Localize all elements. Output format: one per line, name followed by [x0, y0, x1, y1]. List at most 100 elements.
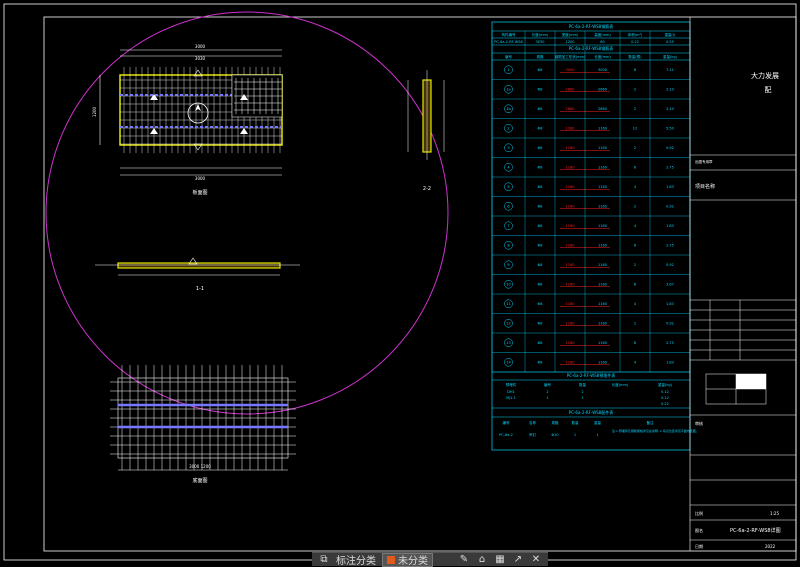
bottom-title: 底面图 [192, 477, 207, 484]
table2-cell: Φ8 [538, 283, 543, 287]
date-value: 2022 [765, 544, 776, 549]
table2-cell: 1160 [566, 244, 575, 248]
table2-cell: Φ8 [538, 68, 543, 72]
table2-cell: 1160 [566, 283, 575, 287]
category-value: 未分类 [398, 556, 428, 567]
table2-cell: 1160 [566, 341, 575, 345]
table2-cell: 1160 [598, 224, 607, 228]
table2-cell: 6 [634, 244, 636, 248]
table2-cell: 7.11 [666, 68, 674, 72]
row-number-circle [504, 182, 513, 191]
table3-header-cell: 长度(mm) [612, 382, 629, 387]
table2-cell: Φ8 [538, 88, 543, 92]
schedule-tables: PC-6a-2-RF-WS8钢筋表 构件编号长度(mm)宽度(mm)高度(mm)… [491, 21, 699, 451]
table1-header-cell: 构件编号 [502, 32, 516, 37]
table1-header-cell: 宽度(mm) [562, 32, 579, 37]
row-number-circle [504, 221, 513, 230]
row-number-circle [504, 163, 513, 172]
table2-cell: Φ8 [538, 127, 543, 131]
table1-cell: 0.22 [631, 40, 639, 44]
company-name-2: 配 [765, 86, 772, 94]
row-number-circle [504, 202, 513, 211]
bottom-view: 3000 1200 底面图 [110, 365, 296, 484]
sheet-outer-frame [3, 3, 797, 561]
share-icon[interactable]: ↗ [513, 554, 523, 565]
table4-header-cell: 规格 [552, 420, 560, 425]
table1-cell: PC-6a-2-RF-WS8 [494, 40, 522, 44]
table2-cell: 2 [634, 205, 636, 209]
table3-title: PC-6a-2-RF-WS8预埋件表 [567, 372, 615, 378]
table2-cell: 8 [634, 283, 636, 287]
table2-cell: 1160 [598, 146, 607, 150]
table2-cell: Φ8 [538, 322, 543, 326]
table4-header-cell: 备注 [647, 420, 655, 425]
category-select[interactable]: 未分类 [382, 552, 433, 567]
table1-cell: 0.55 [666, 40, 674, 44]
scale-label: 比例 [695, 510, 703, 516]
toolbar-label: 标注分类 [336, 556, 376, 567]
table2-cell: Φ8 [538, 341, 543, 345]
magenta-circle [45, 11, 449, 415]
table2-cell: Φ8 [538, 107, 543, 111]
table3-header-cell: 数量 [579, 382, 587, 387]
section-11: 1-1 [95, 257, 300, 292]
dim-bottom-plan: 3000 1200 [189, 464, 211, 469]
table2-cell: 2 [634, 322, 636, 326]
table2-cell: 1160 [598, 283, 607, 287]
table2-cell: Φ8 [538, 146, 543, 150]
table2-cell: 4 [634, 224, 637, 228]
table2-header-cell: 重量(kg) [663, 54, 678, 59]
row-number-circle [504, 280, 513, 289]
layers-icon[interactable]: ⧉ [320, 554, 328, 565]
dim-plan-bottom: 3000 [195, 176, 206, 181]
edit-icon[interactable]: ✎ [459, 554, 469, 565]
table2-cell: 1b [506, 107, 511, 111]
table2-cell: Φ8 [538, 302, 543, 306]
section-22: 2-2 [407, 70, 445, 192]
table3-cell: 0.12 [661, 396, 669, 400]
row-number-circle [504, 260, 513, 269]
table2-cell: 0.92 [666, 205, 674, 209]
grid-icon[interactable]: ▦ [495, 554, 505, 565]
table2-cell: 1160 [598, 205, 607, 209]
table2-cell: 2660 [566, 88, 575, 92]
table3-header-cell: 重量(kg) [658, 382, 673, 387]
close-icon[interactable]: ✕ [531, 554, 541, 565]
plan-view: 3000 3030 3000 1200 板面图 [92, 44, 283, 196]
table2-cell: 4 [507, 166, 510, 170]
table4-header-cell: 数量 [572, 420, 580, 425]
tag-icon[interactable]: ⌂ [478, 554, 486, 565]
table4-cell: 1 [596, 433, 598, 437]
drawing-name: PC-6a-2-RF-WS8详图 [730, 527, 781, 534]
table2-cell: 1160 [598, 244, 607, 248]
table2-cell: 2.75 [666, 341, 674, 345]
table2-cell: 2 [634, 107, 636, 111]
table2-cell: 14 [506, 361, 511, 365]
table2-cell: 10 [506, 283, 510, 287]
dim-plan-top2: 3030 [195, 56, 206, 61]
table3-total: 0.22 [661, 402, 669, 406]
table3-cell: 2 [581, 390, 583, 394]
dim-plan-left: 1200 [92, 106, 97, 117]
table2-cell: 1160 [566, 166, 575, 170]
table2-cell: 1160 [598, 341, 607, 345]
category-swatch [387, 555, 395, 564]
table4-cell: 吊钉 [529, 432, 537, 437]
table2-cell: 0.92 [666, 263, 674, 267]
section-11-title: 1-1 [196, 286, 204, 292]
stamp-label: 出图专用章 [695, 159, 713, 164]
row-number-circle [504, 143, 513, 152]
table1-title: PC-6a-2-RF-WS8钢筋表 [569, 23, 613, 29]
table2-cell: 1160 [566, 224, 575, 228]
row-number-circle [504, 104, 513, 113]
table2-cell: Φ8 [538, 244, 543, 248]
table2-cell: 2.10 [666, 88, 674, 92]
table2-cell: 2660 [598, 107, 607, 111]
table2-cell: Φ8 [538, 263, 543, 267]
table2-cell: 3000 [598, 68, 607, 72]
table4-header-cell: 重量 [594, 420, 602, 425]
row-number-circle [504, 124, 513, 133]
table2-cell: 9 [507, 263, 509, 267]
table1-header-cell: 长度(mm) [532, 32, 549, 37]
